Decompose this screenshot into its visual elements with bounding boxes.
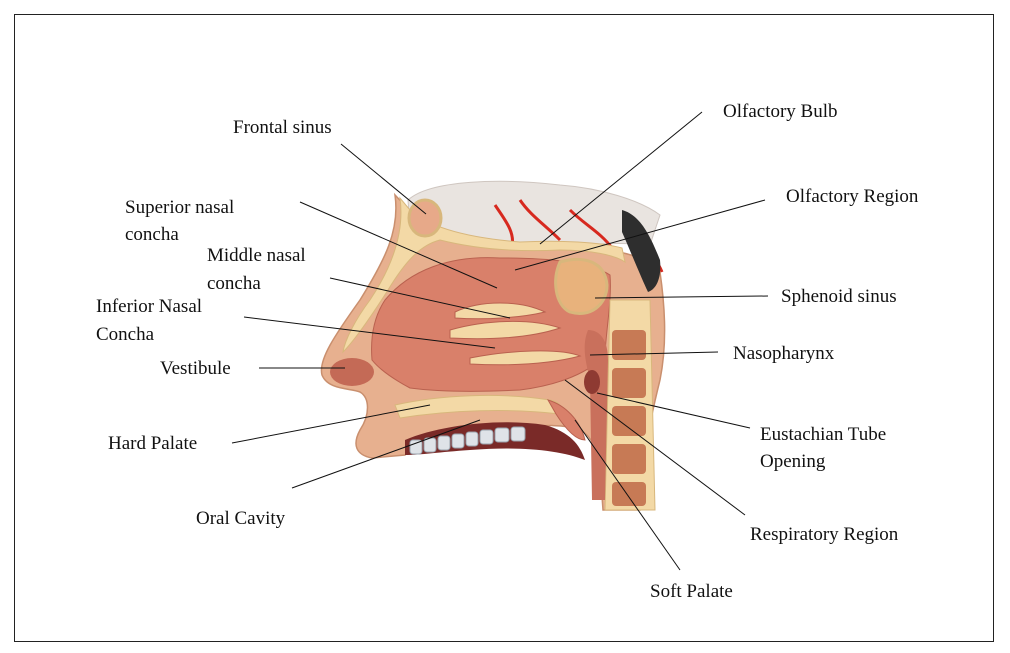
- label-superior-nasal-concha-line1: Superior nasal: [125, 197, 234, 218]
- label-superior-nasal-concha-line2: concha: [125, 224, 179, 245]
- label-eustachian-tube-opening-line2: Opening: [760, 451, 826, 472]
- label-vestibule: Vestibule: [160, 358, 231, 379]
- label-olfactory-bulb: Olfactory Bulb: [723, 101, 838, 122]
- head-illustration: [321, 181, 664, 510]
- label-inferior-nasal-concha-line1: Inferior Nasal: [96, 296, 202, 317]
- label-nasopharynx: Nasopharynx: [733, 343, 835, 364]
- label-inferior-nasal-concha-line2: Concha: [96, 324, 155, 345]
- label-soft-palate: Soft Palate: [650, 581, 733, 602]
- label-respiratory-region: Respiratory Region: [750, 524, 899, 545]
- label-frontal-sinus: Frontal sinus: [233, 117, 332, 138]
- eustachian-opening-shape: [584, 370, 600, 394]
- label-middle-nasal-concha-line2: concha: [207, 273, 261, 294]
- label-middle-nasal-concha-line1: Middle nasal: [207, 245, 306, 266]
- frontal-sinus-shape: [409, 200, 441, 236]
- sphenoid-sinus-shape: [556, 259, 607, 313]
- label-sphenoid-sinus: Sphenoid sinus: [781, 286, 897, 307]
- label-hard-palate: Hard Palate: [108, 433, 197, 454]
- vestibule-shape: [330, 358, 374, 386]
- label-eustachian-tube-opening-line1: Eustachian Tube: [760, 424, 886, 445]
- label-olfactory-region: Olfactory Region: [786, 186, 919, 207]
- label-oral-cavity: Oral Cavity: [196, 508, 286, 529]
